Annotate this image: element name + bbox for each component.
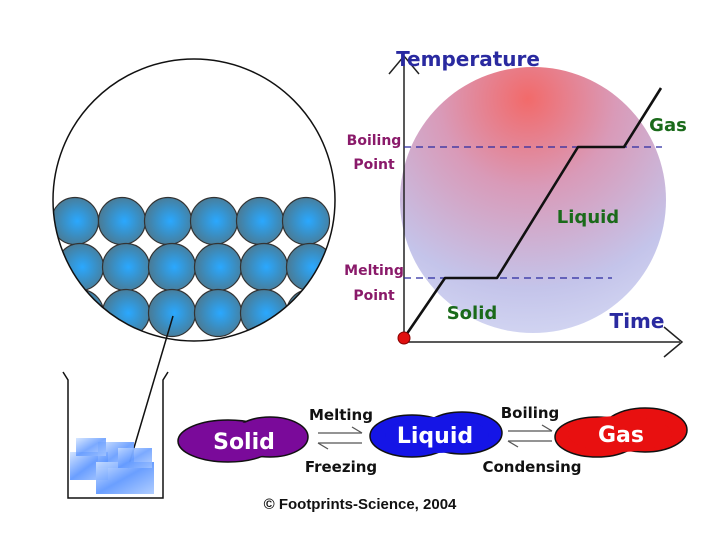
magnifier-pointer-line bbox=[127, 315, 174, 469]
particle-magnifier bbox=[52, 58, 336, 469]
copyright-notice: © Footprints-Science, 2004 bbox=[263, 496, 457, 513]
solid-state-label: Solid bbox=[213, 430, 275, 455]
y-axis-label: Temperature bbox=[396, 47, 540, 71]
region-liquid-label: Liquid bbox=[557, 207, 619, 228]
boiling-point-label-line2: Point bbox=[353, 157, 395, 173]
particle bbox=[189, 196, 239, 246]
particle bbox=[193, 242, 243, 292]
boiling-point-label-line1: Boiling bbox=[347, 133, 402, 149]
origin-dot bbox=[397, 331, 411, 345]
beaker bbox=[62, 371, 169, 499]
particle bbox=[101, 242, 151, 292]
particle bbox=[281, 196, 331, 246]
solid-particles bbox=[53, 196, 335, 338]
melting-freezing-arrows bbox=[317, 426, 363, 450]
particle bbox=[143, 196, 193, 246]
boiling-condensing-arrows bbox=[507, 424, 553, 448]
ice-cubes bbox=[70, 438, 154, 494]
particle bbox=[147, 288, 197, 338]
particle bbox=[147, 242, 197, 292]
condensing-label: Condensing bbox=[482, 458, 581, 476]
particle bbox=[235, 196, 285, 246]
beaker-with-ice bbox=[62, 371, 169, 499]
particle bbox=[193, 288, 243, 338]
x-axis-arrow bbox=[663, 326, 684, 358]
melting-point-label-line1: Melting bbox=[344, 263, 404, 279]
particle bbox=[239, 288, 289, 338]
region-gas-label: Gas bbox=[649, 115, 687, 136]
heating-curve-graph: Temperature Time Boiling Point Melting P… bbox=[344, 47, 687, 358]
gas-state-label: Gas bbox=[598, 423, 644, 448]
gas-blob: Gas bbox=[554, 407, 688, 458]
particle bbox=[55, 288, 105, 338]
freezing-label: Freezing bbox=[305, 458, 377, 476]
solid-blob: Solid bbox=[177, 416, 309, 463]
heating-curve bbox=[402, 87, 663, 339]
particle bbox=[97, 196, 147, 246]
melting-label: Melting bbox=[309, 406, 373, 424]
magnifier-circle bbox=[52, 58, 336, 342]
region-solid-label: Solid bbox=[447, 303, 498, 324]
temperature-glow bbox=[400, 67, 666, 333]
y-axis-arrow bbox=[388, 54, 420, 75]
particle bbox=[285, 242, 335, 292]
melting-point-label-line2: Point bbox=[353, 288, 395, 304]
boiling-label: Boiling bbox=[501, 404, 560, 422]
state-change-flow: Solid Liquid Gas Melting Freezing bbox=[177, 404, 688, 476]
liquid-blob: Liquid bbox=[369, 411, 503, 458]
liquid-state-label: Liquid bbox=[397, 424, 473, 449]
particle bbox=[285, 288, 335, 338]
x-axis-label: Time bbox=[610, 309, 665, 333]
particle bbox=[239, 242, 289, 292]
